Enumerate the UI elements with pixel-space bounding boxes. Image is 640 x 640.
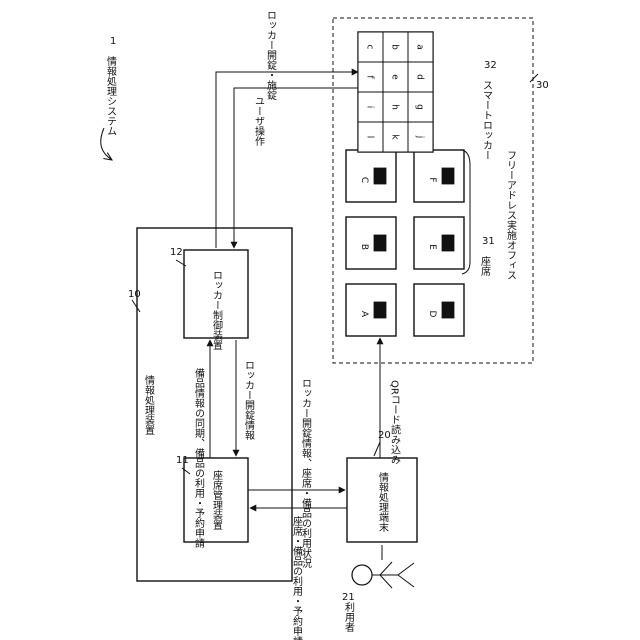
seat-id: F — [427, 177, 437, 182]
qr-read-label: QRコード読み込み — [389, 380, 401, 465]
smart-locker-grid: c f i l b e h k a d g j — [358, 32, 433, 152]
locker-compartment-b: b — [383, 32, 408, 62]
locker-compartment-label: e — [390, 74, 400, 80]
locker-compartment-j: j — [408, 122, 433, 152]
locker-compartment-h: h — [383, 92, 408, 122]
user-leg-left — [398, 563, 414, 575]
seat-box — [414, 217, 464, 269]
system-name: 情報処理システム — [105, 55, 117, 136]
seat-box — [414, 284, 464, 336]
info-device-ref: 10 — [128, 289, 141, 300]
qr-code-icon — [442, 302, 454, 318]
qr-code-icon — [442, 168, 454, 184]
seats-grid: A B C D E F — [346, 150, 464, 336]
user-arm-right — [380, 575, 392, 588]
seat-id: B — [359, 244, 369, 250]
locker-compartment-f: f — [358, 62, 383, 92]
unlock-info-label: ロッカー開錠情報 — [243, 360, 255, 441]
seat-id: E — [427, 244, 437, 250]
seat-e: E — [414, 217, 464, 269]
seats-label: 座席 — [479, 255, 491, 277]
sync-request-label: 備品情報の同期、備品の利用・予約申請 — [193, 367, 205, 549]
seat-box — [346, 150, 396, 202]
lock-op-label: ロッカー開錠・施錠 — [265, 10, 277, 101]
info-device-label: 情報処理装置 — [143, 374, 155, 435]
office-label: フリーアドレス実施オフィス — [505, 150, 517, 280]
seat-id: A — [359, 311, 369, 318]
locker-compartment-label: h — [390, 104, 400, 110]
qr-code-icon — [374, 168, 386, 184]
locker-controller-ref: 12 — [170, 247, 183, 258]
smart-locker-label: スマートロッカー — [481, 80, 492, 160]
seat-f: F — [414, 150, 464, 202]
qr-code-icon — [374, 235, 386, 251]
locker-compartment-k: k — [383, 122, 408, 152]
qr-code-icon — [374, 302, 386, 318]
locker-compartment-label: i — [365, 106, 375, 109]
locker-compartment-e: e — [383, 62, 408, 92]
user-arm-left — [380, 562, 392, 575]
seat-manager-label: 座席管理装置 — [211, 469, 223, 530]
seats-ref: 31 — [482, 236, 495, 247]
locker-compartment-label: b — [390, 44, 400, 50]
lock-op-arrow — [216, 72, 358, 248]
smart-locker-ref: 32 — [484, 60, 497, 71]
seat-manager: 11 座席管理装置 — [176, 455, 248, 542]
terminal-label: 情報処理端末 — [377, 471, 389, 533]
locker-controller-label: ロッカー制御装置 — [211, 270, 223, 350]
terminal-ref-leader — [374, 442, 380, 456]
system-label: 1 情報処理システム — [101, 36, 117, 160]
locker-compartment-label: c — [365, 45, 375, 50]
seat-a: A — [346, 284, 396, 336]
locker-compartment-d: d — [408, 62, 433, 92]
system-ref: 1 — [110, 36, 116, 47]
user-leg-right — [398, 575, 414, 587]
user-head — [352, 565, 372, 585]
qr-code-icon — [442, 235, 454, 251]
seat-box — [346, 217, 396, 269]
locker-compartment-label: j — [415, 135, 425, 139]
locker-compartment-label: l — [365, 136, 375, 139]
locker-compartment-a: a — [408, 32, 433, 62]
locker-compartment-g: g — [408, 92, 433, 122]
user-op-label: ユーザ操作 — [253, 96, 265, 146]
locker-compartment-label: k — [390, 134, 400, 140]
locker-compartment-l: l — [358, 122, 383, 152]
seat-c: C — [346, 150, 396, 202]
locker-compartment-i: i — [358, 92, 383, 122]
seat-d: D — [414, 284, 464, 336]
locker-compartment-c: c — [358, 32, 383, 62]
seat-b: B — [346, 217, 396, 269]
seat-box — [414, 150, 464, 202]
office-ref: 30 — [536, 80, 549, 91]
user-request-label: 座席・備品の利用・予約申請 — [291, 515, 303, 640]
locker-compartment-label: a — [415, 44, 425, 50]
user-label: 利用者 — [343, 602, 355, 633]
locker-compartment-label: g — [415, 104, 425, 110]
seat-manager-ref: 11 — [176, 455, 189, 466]
locker-compartment-label: d — [415, 74, 425, 80]
user: 21 利用者 — [342, 545, 414, 633]
seat-id: D — [427, 311, 437, 318]
terminal: 20 情報処理端末 — [347, 430, 417, 542]
seat-box — [346, 284, 396, 336]
seat-id: C — [359, 177, 369, 183]
